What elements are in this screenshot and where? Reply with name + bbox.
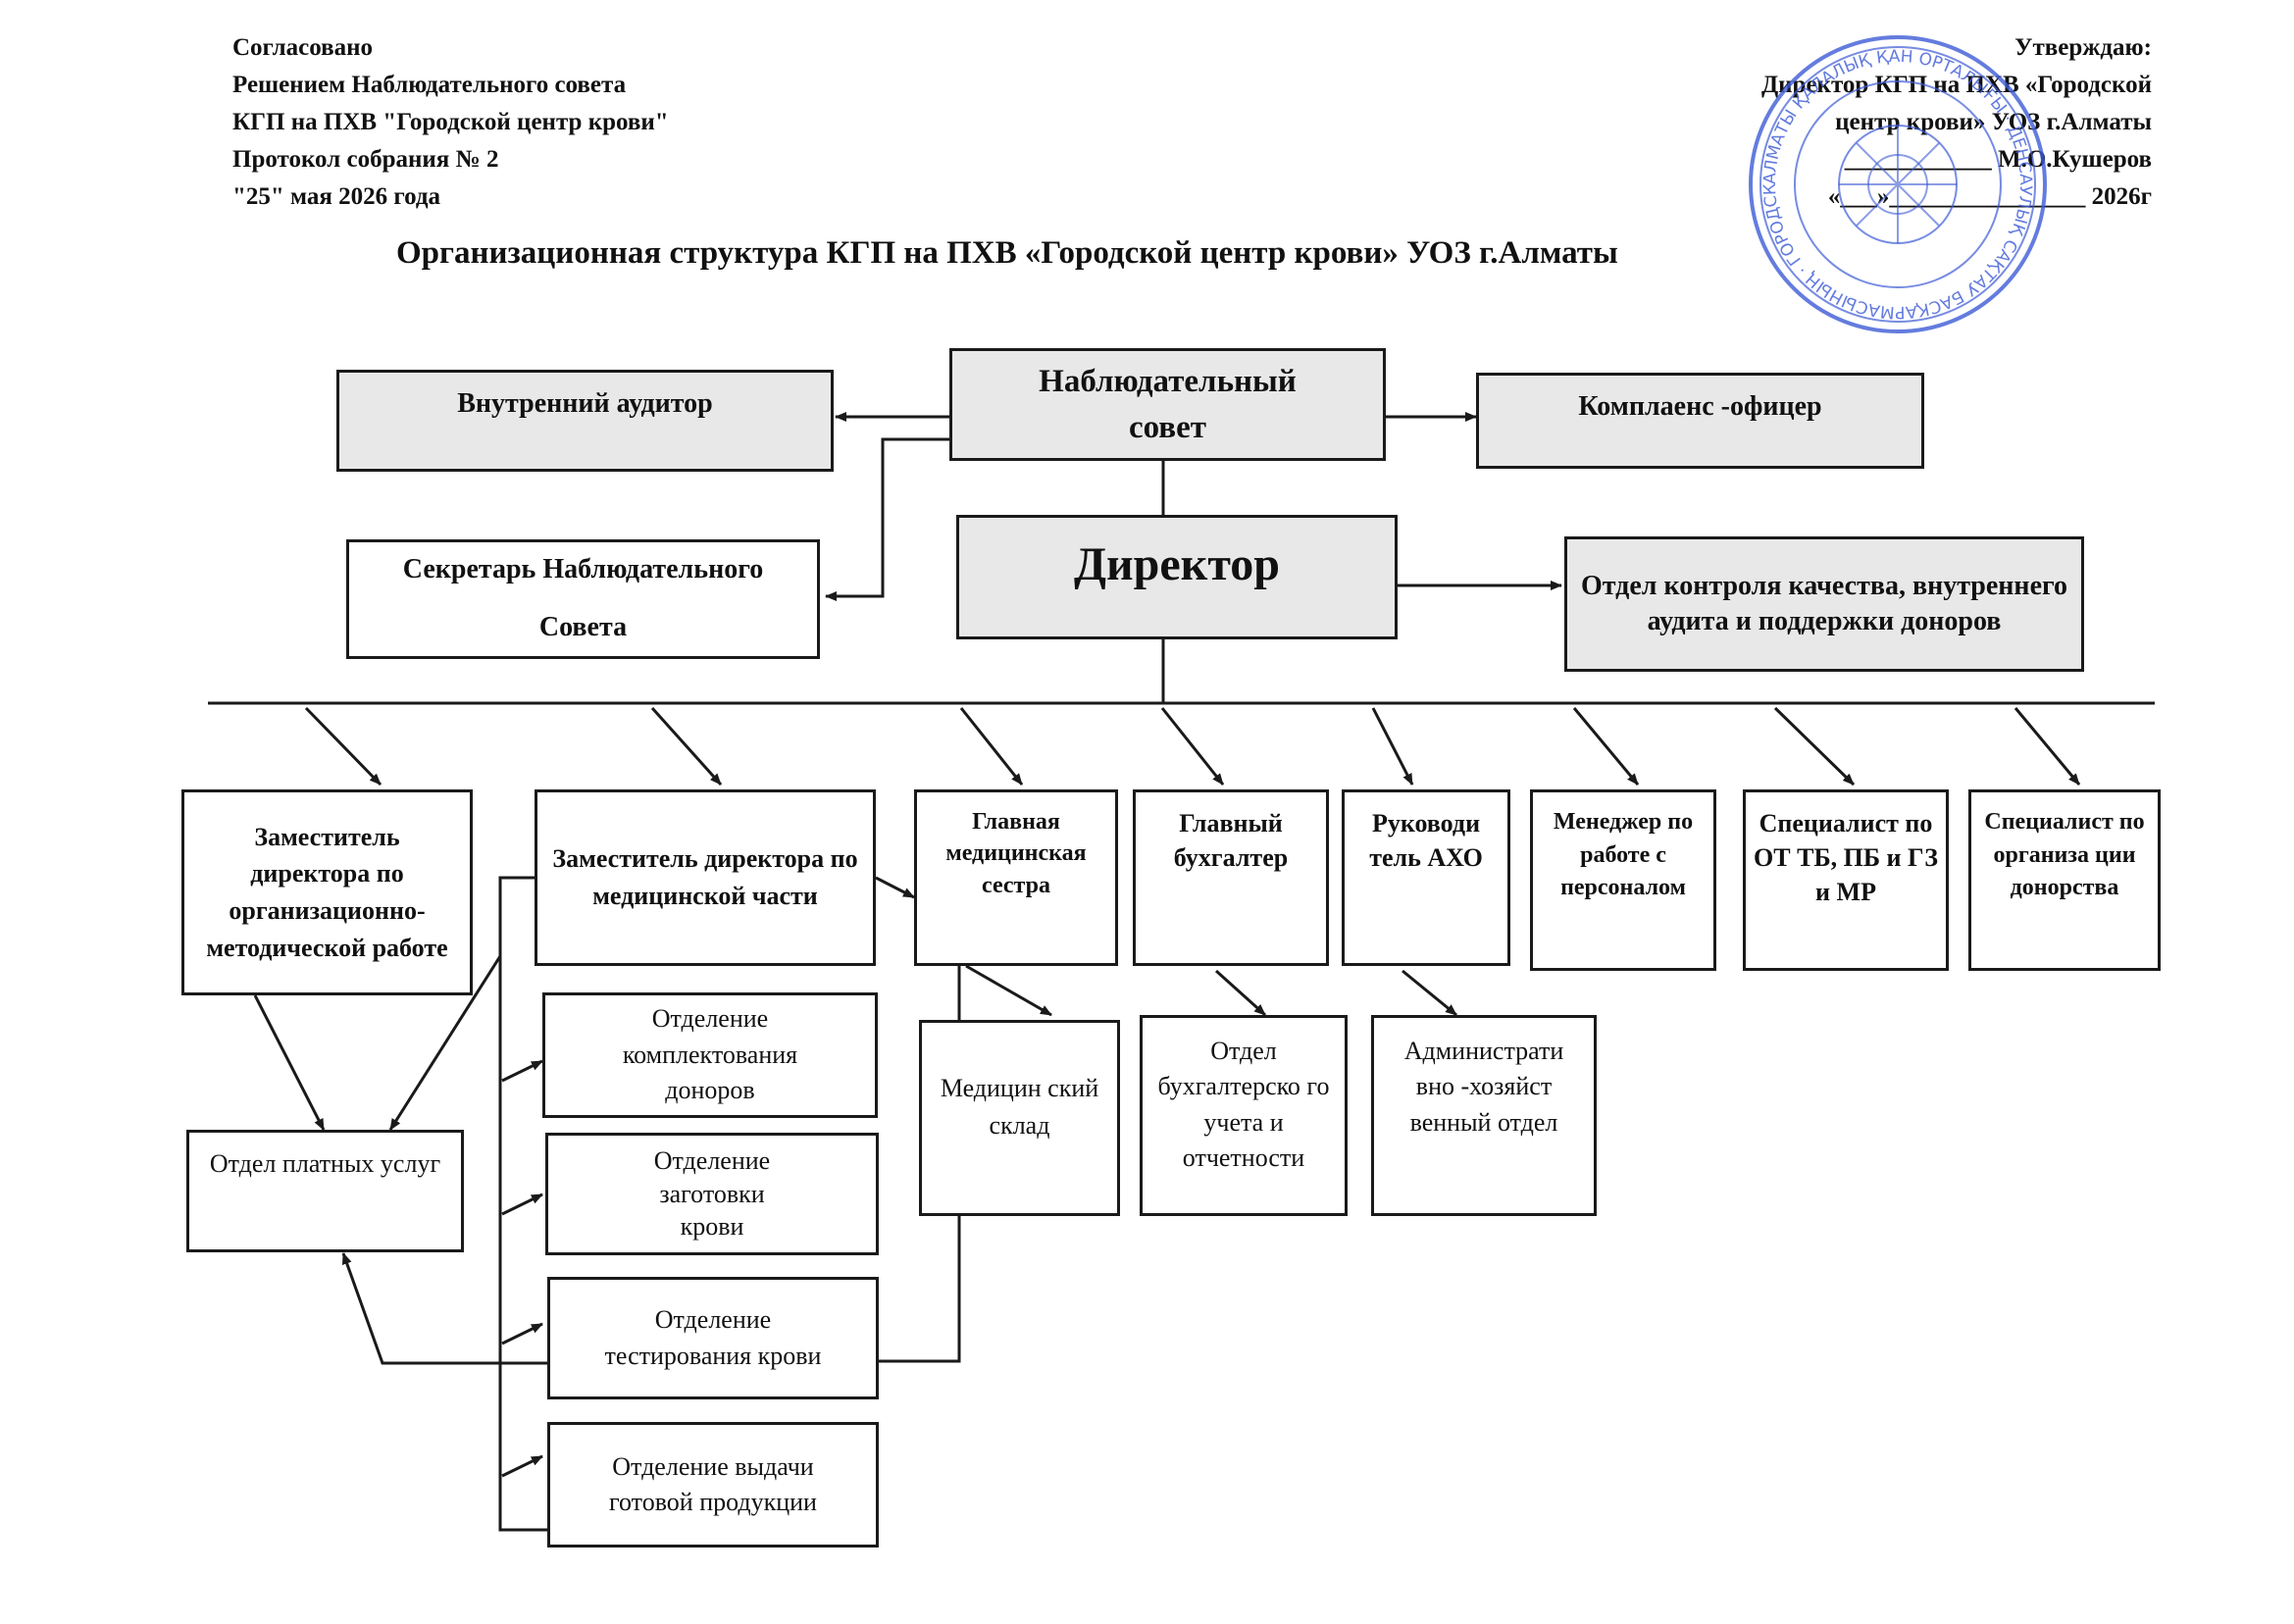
- node-label: Отдел контроля качества, внутреннего ауд…: [1580, 570, 2068, 636]
- node-label: Наблюдательный совет: [1039, 364, 1297, 445]
- node-blood-collection: Отделение заготовки крови: [545, 1133, 879, 1255]
- node-label: Внутренний аудитор: [457, 388, 713, 419]
- node-label: Заместитель директора по организационно-…: [206, 822, 448, 962]
- approval-line: Протокол собрания № 2: [232, 146, 499, 173]
- node-label: Руководи тель АХО: [1369, 809, 1483, 873]
- node-safety-specialist: Специалист по ОТ ТБ, ПБ и ГЗ и МР: [1743, 789, 1949, 971]
- node-medical-warehouse: Медицин ский склад: [919, 1020, 1120, 1216]
- node-supervisory-board: Наблюдательный совет: [949, 348, 1386, 461]
- node-label: Отделение заготовки крови: [653, 1145, 771, 1242]
- node-compliance-officer: Комплаенс -офицер: [1476, 373, 1924, 469]
- node-paid-services: Отдел платных услуг: [186, 1130, 464, 1252]
- node-label: Отделение комплектования доноров: [622, 1004, 798, 1105]
- node-label: Комплаенс -офицер: [1578, 391, 1822, 422]
- node-label: Главная медицинская сестра: [945, 809, 1087, 898]
- node-label: Отделение выдачи готовой продукции: [609, 1451, 817, 1516]
- node-label: Секретарь Наблюдательного Совета: [402, 554, 764, 642]
- node-quality-control-dept: Отдел контроля качества, внутреннего ауд…: [1564, 536, 2084, 672]
- node-hr-manager: Менеджер по работе с персоналом: [1530, 789, 1716, 971]
- approval-line: Согласовано: [232, 34, 374, 61]
- node-label: Медицин ский склад: [940, 1074, 1099, 1140]
- node-label: Директор: [1074, 538, 1280, 590]
- node-label: Менеджер по работе с персоналом: [1553, 809, 1694, 901]
- node-accounting-dept: Отдел бухгалтерско го учета и отчетности: [1140, 1015, 1348, 1216]
- node-label: Отделение тестирования крови: [604, 1305, 822, 1370]
- node-deputy-org-methodical: Заместитель директора по организационно-…: [181, 789, 473, 995]
- approve-line: Директор КГП на ПХВ «Городской: [1760, 72, 2152, 98]
- node-label: Главный бухгалтер: [1173, 809, 1289, 873]
- node-admin-household-dept: Администрати вно -хозяйст венный отдел: [1371, 1015, 1597, 1216]
- approve-line: «___»________________ 2026г: [1827, 183, 2152, 210]
- node-board-secretary: Секретарь Наблюдательного Совета: [346, 539, 820, 659]
- node-donor-recruitment: Отделение комплектования доноров: [542, 992, 878, 1118]
- approval-block-right: Утверждаю: Директор КГП на ПХВ «Городско…: [1761, 29, 2152, 216]
- node-label: Специалист по организа ции донорства: [1984, 809, 2145, 901]
- approval-block-left: Согласовано Решением Наблюдательного сов…: [232, 29, 669, 216]
- approval-line: Решением Наблюдательного совета: [232, 72, 627, 98]
- official-seal-stamp: АЛМАТЫ ҚАЛАЛЫҚ ҚАН ОРТАЛЫҒЫ · ДЕНСАУЛЫҚ …: [1741, 27, 2047, 333]
- approve-line: Утверждаю:: [2014, 34, 2152, 61]
- node-blood-testing: Отделение тестирования крови: [547, 1277, 879, 1399]
- node-internal-auditor: Внутренний аудитор: [336, 370, 834, 472]
- node-label: Отдел бухгалтерско го учета и отчетности: [1157, 1037, 1330, 1173]
- node-label: Специалист по ОТ ТБ, ПБ и ГЗ и МР: [1754, 809, 1938, 907]
- node-director: Директор: [956, 515, 1398, 639]
- diagram-title: Организационная структура КГП на ПХВ «Го…: [396, 235, 1618, 271]
- node-label: Заместитель директора по медицинской час…: [552, 844, 858, 910]
- approve-line: центр крови» УОЗ г.Алматы: [1835, 109, 2152, 135]
- node-aho-head: Руководи тель АХО: [1342, 789, 1510, 966]
- approval-line: КГП на ПХВ "Городской центр крови": [232, 109, 669, 135]
- node-label: Отдел платных услуг: [209, 1149, 441, 1178]
- node-donation-specialist: Специалист по организа ции донорства: [1968, 789, 2161, 971]
- node-chief-accountant: Главный бухгалтер: [1133, 789, 1329, 966]
- node-label: Администрати вно -хозяйст венный отдел: [1403, 1037, 1564, 1137]
- node-deputy-medical: Заместитель директора по медицинской час…: [535, 789, 876, 966]
- node-product-issue: Отделение выдачи готовой продукции: [547, 1422, 879, 1548]
- approval-line: "25" мая 2026 года: [232, 183, 441, 210]
- node-head-nurse: Главная медицинская сестра: [914, 789, 1118, 966]
